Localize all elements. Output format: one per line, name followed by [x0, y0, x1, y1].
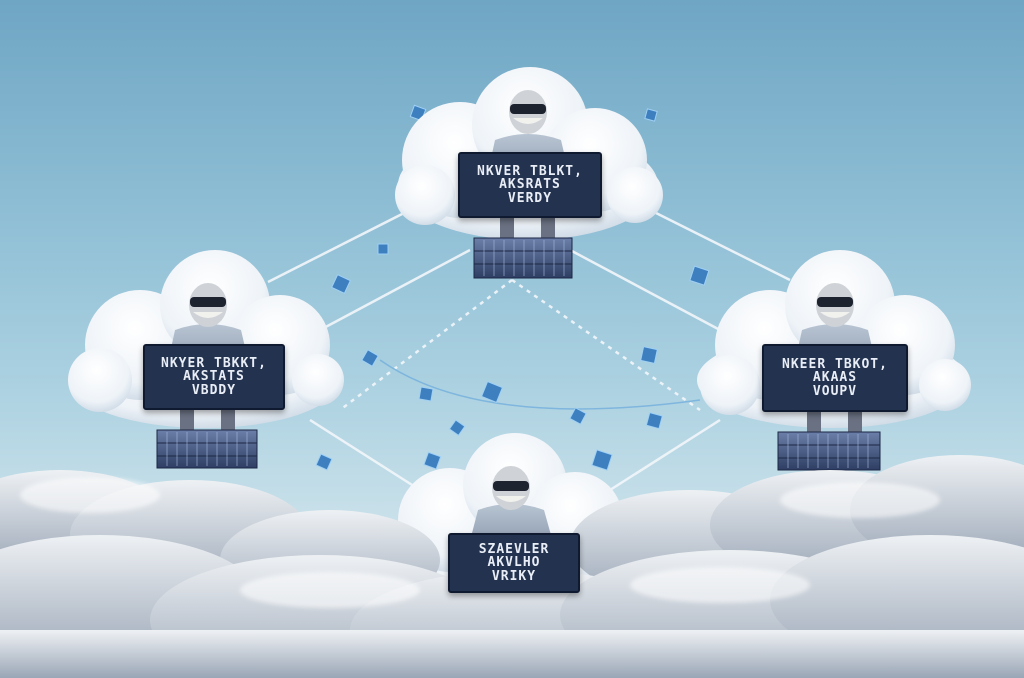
sign-right-line-3: VOUPV	[812, 383, 858, 399]
sign-top: NKVER TBLKT, AKSRATS VERDY	[458, 152, 602, 218]
server-rack-left	[156, 429, 258, 469]
server-rack-top	[473, 237, 573, 279]
sign-top-line-1: NKVER TBLKT,	[477, 163, 583, 179]
sign-bottom-line-1: SZAEVLER	[478, 541, 550, 557]
sign-top-line-3: VERDY	[507, 190, 553, 206]
sign-bottom-line-3: VRIKY	[491, 568, 537, 584]
sign-left-line-3: VBDDY	[191, 382, 237, 398]
sign-right-line-2: AKAAS	[812, 370, 858, 386]
floating-cubes	[315, 104, 710, 471]
network-lines	[267, 208, 791, 492]
sign-bottom: SZAEVLER AKVLHO VRIKY	[448, 533, 580, 593]
sign-bottom-line-2: AKVLHO	[487, 555, 541, 571]
server-rack-right	[777, 431, 881, 471]
sign-left-line-2: AKSTATS	[183, 369, 245, 385]
sign-left-line-1: NKYER TBKKT,	[161, 355, 267, 371]
sign-left: NKYER TBKKT, AKSTATS VBDDY	[143, 344, 285, 410]
sign-top-line-2: AKSRATS	[499, 177, 561, 193]
sign-right-line-1: NKEER TBKOT,	[782, 356, 888, 372]
sign-right: NKEER TBKOT, AKAAS VOUPV	[762, 344, 908, 412]
